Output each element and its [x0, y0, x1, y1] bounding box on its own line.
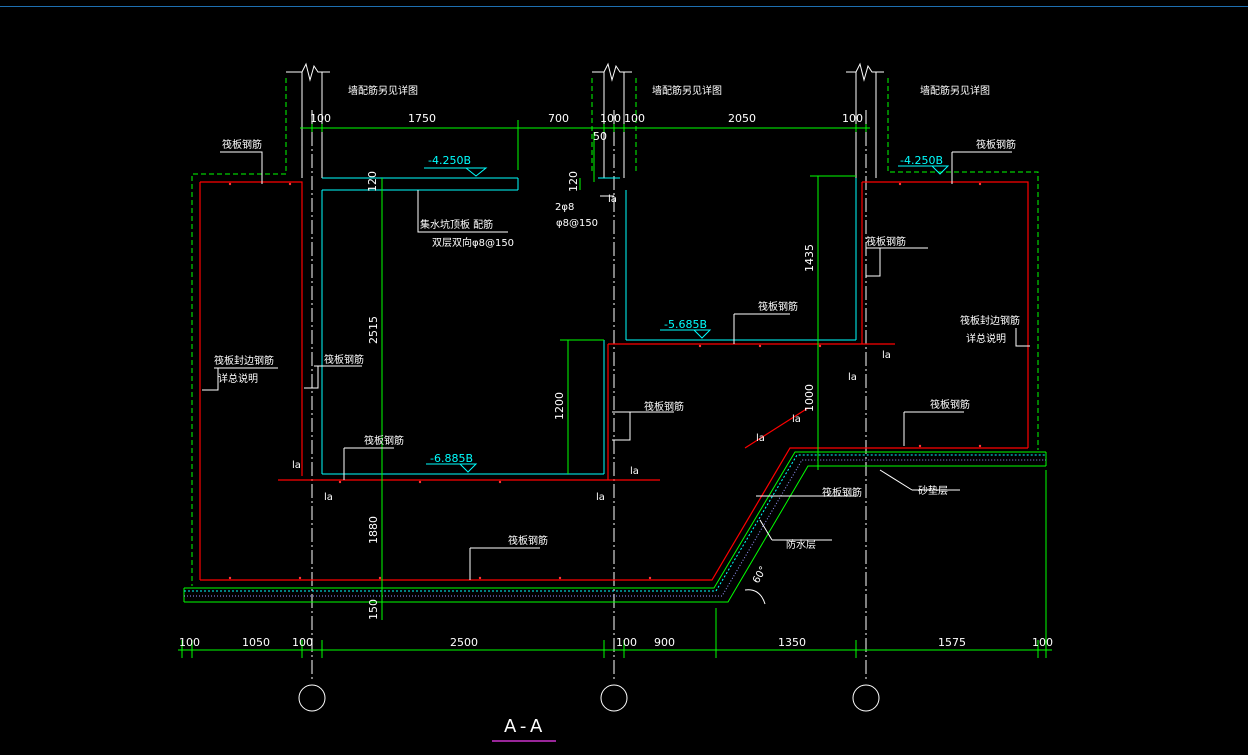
- dim-120-a: 120: [366, 171, 379, 192]
- elevation-3: -5.685B: [664, 318, 707, 331]
- outer-faces: [191, 78, 1039, 586]
- dimension-lines: [178, 120, 1052, 658]
- note-slab-rebar-4: 筏板钢筋: [324, 353, 364, 366]
- vdim-1880: 1880: [367, 516, 380, 544]
- note-pit-slab-detail: 双层双向φ8@150: [432, 236, 514, 249]
- vdim-1200: 1200: [553, 392, 566, 420]
- note-edge-rebar-1: 筏板封边钢筋: [214, 354, 274, 367]
- lap-length-labels: la la la la la la la la la: [292, 194, 891, 503]
- la-8: la: [848, 372, 857, 383]
- bottom-dim-9: 100: [1032, 636, 1053, 649]
- la-4: la: [596, 492, 605, 503]
- bottom-dimension-texts: 100 1050 100 2500 100 900 1350 1575 100: [179, 636, 1053, 649]
- note-slab-rebar-5: 筏板钢筋: [364, 434, 404, 447]
- vdim-1000: 1000: [803, 384, 816, 412]
- concrete-outline: [321, 177, 857, 475]
- la-1: la: [608, 194, 617, 205]
- vdim-150: 150: [367, 599, 380, 620]
- la-5: la: [630, 466, 639, 477]
- leader-lines: [202, 151, 1030, 580]
- bottom-dim-3: 100: [292, 636, 313, 649]
- note-slab-rebar-6: 筏板钢筋: [758, 300, 798, 313]
- bottom-dim-8: 1575: [938, 636, 966, 649]
- note-bar-a: 2φ8: [555, 202, 574, 213]
- top-dim-7: 100: [842, 112, 863, 125]
- elevation-markers: [424, 165, 950, 473]
- section-title: A-A: [504, 716, 546, 737]
- angle-arc: [744, 589, 766, 605]
- elevation-2: -4.250B: [900, 154, 943, 167]
- rebar-lines: [199, 181, 1029, 581]
- top-dim-1: 100: [310, 112, 331, 125]
- dim-120-b: 120: [567, 171, 580, 192]
- wall-break-lines: [286, 62, 884, 178]
- la-6: la: [756, 433, 765, 444]
- top-dimension-texts: 100 1750 700 100 100 2050 100: [310, 112, 863, 125]
- bottom-dim-6: 900: [654, 636, 675, 649]
- bottom-dim-7: 1350: [778, 636, 806, 649]
- note-slab-rebar-3: 筏板钢筋: [866, 235, 906, 248]
- window-top-border: [0, 6, 1248, 7]
- note-sand-cushion: 砂垫层: [918, 484, 948, 497]
- vdim-1435: 1435: [803, 244, 816, 272]
- note-waterproof: 防水层: [786, 538, 816, 551]
- la-2: la: [292, 460, 301, 471]
- bottom-dim-5: 100: [616, 636, 637, 649]
- axis-lines: [311, 110, 867, 682]
- note-angle: 60°: [751, 565, 769, 586]
- note-wall-rebar-1: 墙配筋另见详图: [348, 84, 418, 97]
- bottom-dim-1: 100: [179, 636, 200, 649]
- note-see-note-2: 详总说明: [966, 332, 1006, 345]
- note-slab-rebar-8: 筏板钢筋: [930, 398, 970, 411]
- note-wall-rebar-2: 墙配筋另见详图: [652, 84, 722, 97]
- top-dim-6: 2050: [728, 112, 756, 125]
- note-wall-rebar-3: 墙配筋另见详图: [920, 84, 990, 97]
- note-see-note-1: 详总说明: [218, 372, 258, 385]
- la-7: la: [792, 414, 801, 425]
- elevation-1: -4.250B: [428, 154, 471, 167]
- vdim-2515: 2515: [367, 316, 380, 344]
- top-dim-5: 100: [624, 112, 645, 125]
- note-slab-rebar-10: 筏板钢筋: [822, 486, 862, 499]
- top-dim-4: 100: [600, 112, 621, 125]
- la-9: la: [882, 350, 891, 361]
- bottom-dim-4: 2500: [450, 636, 478, 649]
- axis-bubble-1[interactable]: [298, 684, 326, 712]
- note-slab-rebar-7: 筏板钢筋: [644, 400, 684, 413]
- top-dim-3: 700: [548, 112, 569, 125]
- note-slab-rebar-2: 筏板钢筋: [976, 138, 1016, 151]
- note-slab-rebar-9: 筏板钢筋: [508, 534, 548, 547]
- vertical-dimension-texts: 2515 1200 1880 150 1435 1000: [367, 244, 816, 620]
- note-slab-rebar-1: 筏板钢筋: [222, 138, 262, 151]
- note-pit-slab: 集水坑顶板 配筋: [420, 218, 493, 231]
- elevation-4: -6.885B: [430, 452, 473, 465]
- la-3: la: [324, 492, 333, 503]
- bottom-dim-2: 1050: [242, 636, 270, 649]
- dim-50: 50: [593, 130, 607, 143]
- note-edge-rebar-2: 筏板封边钢筋: [960, 314, 1020, 327]
- axis-bubbles: [298, 684, 880, 712]
- note-bar-b: φ8@150: [556, 218, 598, 229]
- rebar-dots: [228, 182, 982, 580]
- axis-bubble-2[interactable]: [600, 684, 628, 712]
- top-dim-2: 1750: [408, 112, 436, 125]
- axis-bubble-3[interactable]: [852, 684, 880, 712]
